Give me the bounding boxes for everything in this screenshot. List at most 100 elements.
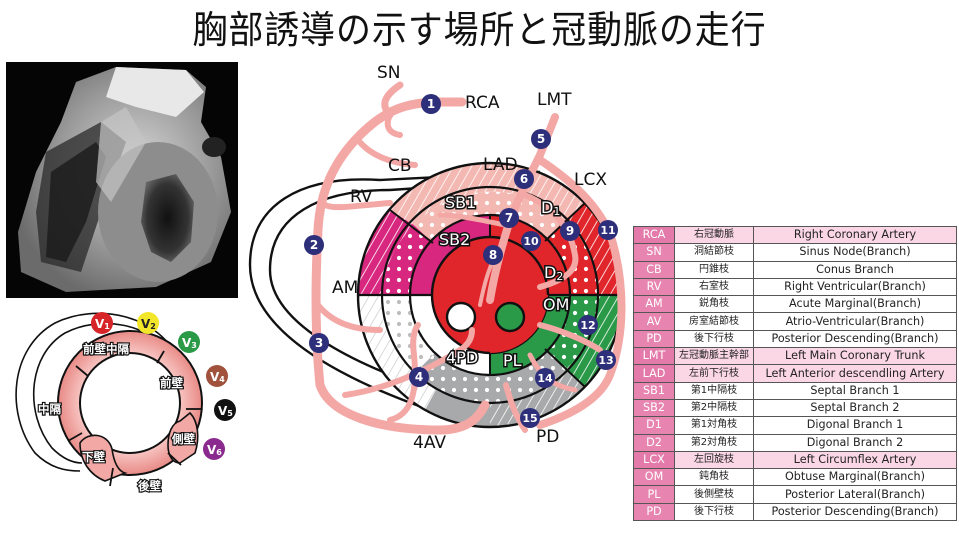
segment-badge-7: 7 [499, 208, 519, 228]
legend-abbr: LAD [633, 364, 675, 383]
legend-japanese: 右室枝 [674, 277, 754, 297]
legend-japanese: 第1中隔枝 [674, 381, 754, 400]
legend-english: Digonal Branch 2 [753, 433, 957, 452]
svg-text:4: 4 [415, 370, 423, 384]
legend-abbr: SB1 [633, 381, 675, 400]
svg-text:15: 15 [522, 412, 537, 425]
legend-english: Posterior Descending(Branch) [753, 502, 957, 522]
lead-v5: V5 [214, 399, 236, 421]
legend-english: Sinus Node(Branch) [753, 243, 957, 262]
region-inferior: 下壁 [82, 450, 105, 464]
lead-v4: V4 [206, 365, 228, 387]
segment-badges: 1 2 3 4 5 6 7 8 9 10 11 12 13 14 15 [304, 94, 618, 428]
legend-japanese: 左前下行枝 [674, 364, 754, 383]
legend-abbr: PL [633, 485, 675, 504]
svg-text:13: 13 [598, 354, 613, 367]
legend-english: Posterior Descending(Branch) [753, 329, 957, 349]
label-pd: PD [536, 427, 559, 447]
label-om: OM [543, 295, 569, 314]
legend-english: Left Anterior descendling Artery [753, 364, 957, 383]
svg-text:D1: D1 [541, 198, 560, 218]
legend-english: Left Circumflex Artery [753, 450, 957, 470]
region-anteroseptal: 前壁中隔 [83, 342, 129, 356]
label-d2: D [544, 263, 556, 282]
svg-text:V4: V4 [210, 370, 225, 384]
region-lateral: 側壁 [171, 432, 195, 446]
segment-badge-6: 6 [514, 169, 534, 189]
label-sn: SN [377, 63, 401, 83]
label-sb1: SB1 [445, 193, 476, 212]
segment-badge-5: 5 [531, 129, 551, 149]
chest-lead-diagram: 前壁中隔 前壁 中隔 側壁 下壁 後壁 V1 V2 V3 V4 V5 V6 [0, 303, 240, 503]
legend-english: Atrio-Ventricular(Branch) [753, 312, 957, 331]
label-d1: D [541, 198, 553, 217]
legend-japanese: 鋭角枝 [674, 295, 754, 314]
svg-text:V6: V6 [207, 443, 222, 457]
rv-outline-outer [15, 312, 181, 472]
segment-badge-9: 9 [560, 221, 580, 241]
svg-text:14: 14 [537, 372, 553, 385]
svg-text:D2: D2 [544, 263, 563, 283]
label-rca: RCA [465, 93, 500, 113]
region-anterior: 前壁 [160, 376, 183, 390]
svg-text:6: 6 [520, 172, 528, 186]
legend-japanese: 後下行枝 [674, 502, 754, 522]
legend-japanese: 後下行枝 [674, 329, 754, 349]
svg-text:10: 10 [523, 235, 539, 248]
heart-photo [6, 62, 238, 298]
page-title: 胸部誘導の示す場所と冠動脈の走行 [192, 8, 767, 52]
legend-japanese: 房室結節枝 [674, 312, 754, 331]
label-4pd: 4PD [446, 348, 478, 367]
label-pl: PL [503, 351, 522, 370]
legend-english: Posterior Lateral(Branch) [753, 485, 957, 504]
legend-japanese: 左回旋枝 [674, 450, 754, 470]
svg-text:9: 9 [566, 224, 574, 238]
label-am: AM [332, 278, 358, 298]
legend-japanese: 後側壁枝 [674, 485, 754, 504]
legend-abbr: D1 [633, 416, 675, 435]
bullseye [356, 161, 624, 429]
segment-badge-2: 2 [304, 235, 324, 255]
lead-v2: V2 [137, 312, 159, 334]
segment-badge-10: 10 [521, 231, 541, 251]
lead-v6: V6 [203, 438, 225, 460]
legend-abbr: OM [633, 468, 675, 487]
label-lad: LAD [483, 155, 518, 175]
label-rv: RV [350, 187, 373, 207]
legend-abbr: RCA [633, 225, 675, 245]
inferior-bulge [79, 434, 128, 482]
legend-abbr: AM [633, 295, 675, 314]
label-sb2: SB2 [439, 230, 470, 249]
segment-badge-1: 1 [421, 94, 441, 114]
legend-abbr: LCX [633, 450, 675, 470]
svg-text:1: 1 [427, 97, 435, 111]
label-cb: CB [388, 156, 412, 176]
segment-badge-12: 12 [578, 315, 598, 335]
legend-japanese: 洞結節枝 [674, 243, 754, 262]
legend-abbr: PD [633, 502, 675, 522]
legend-english: Left Main Coronary Trunk [753, 347, 957, 366]
coronary-artery-diagram: SN RCA LMT CB LAD LCX RV AM 4AV PD SB1 D… [240, 55, 635, 455]
svg-text:5: 5 [537, 132, 545, 146]
legend-english: Septal Branch 2 [753, 398, 957, 418]
segment-labels: SB1 D1 SB2 D2 OM 4PD PL [438, 192, 571, 372]
heart-photo-graphic [18, 67, 231, 292]
legend-abbr: SB2 [633, 398, 675, 418]
legend-abbr: D2 [633, 433, 675, 452]
label-4av: 4AV [413, 433, 446, 453]
lateral-bulge [167, 411, 199, 464]
legend-japanese: 左冠動脈主幹部 [674, 347, 754, 366]
label-lmt: LMT [537, 90, 572, 110]
